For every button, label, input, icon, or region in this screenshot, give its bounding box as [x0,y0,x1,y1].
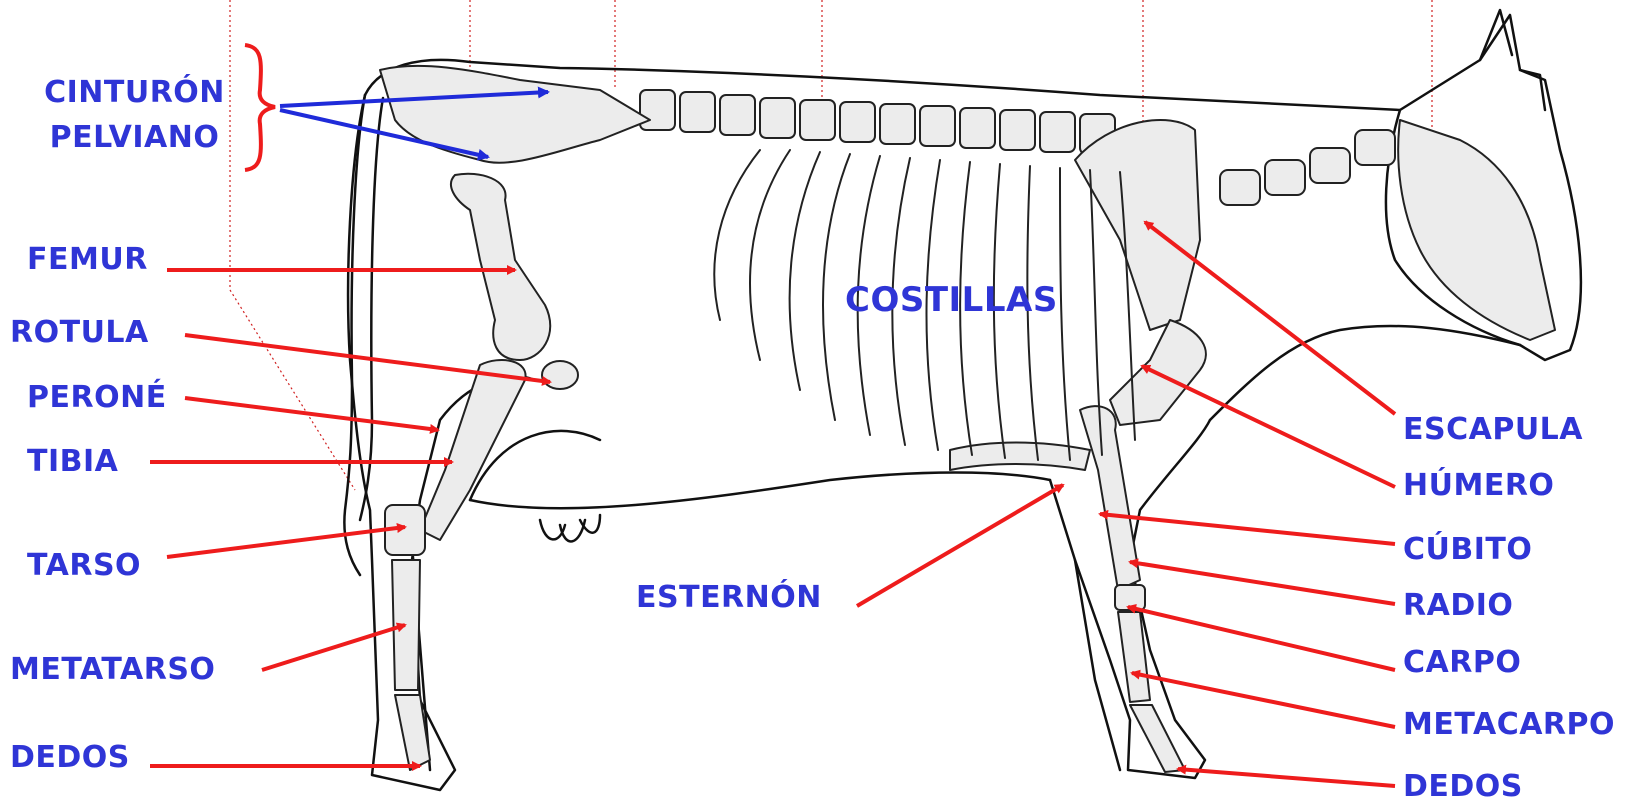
arrow-radio [1130,562,1395,604]
scapula-bone [1075,120,1200,330]
label-metacarpo: METACARPO [1403,710,1615,740]
label-dedos-left: DEDOS [10,743,130,773]
label-tarso: TARSO [27,551,141,581]
label-perone: PERONÉ [27,383,167,413]
pointer-arrows [150,222,1395,786]
label-carpo: CARPO [1403,648,1521,678]
arrow-perone [185,398,438,430]
fore-digits-bone [1130,705,1185,772]
label-metatarso: METATARSO [10,655,215,685]
label-femur: FEMUR [27,245,148,275]
tibia-bone [420,360,526,540]
label-escapula: ESCAPULA [1403,415,1583,445]
label-tibia: TIBIA [27,447,118,477]
label-cubito: CÚBITO [1403,535,1532,565]
arrow-metacarpo [1132,673,1395,727]
vertebrae [640,90,1395,205]
label-cinturon-line2: PELVIANO [27,123,242,153]
femur-bone [451,174,550,360]
pelvis-bone [380,66,650,163]
arrow-dedos-right [1178,769,1395,786]
arrow-metatarso [262,625,405,670]
skull-bone [1398,120,1555,340]
pelvis-bracket [245,45,275,170]
label-cinturon-line1: CINTURÓN [27,78,242,108]
label-rotula: ROTULA [10,318,149,348]
arrow-tarso [167,527,405,557]
label-humero: HÚMERO [1403,471,1554,501]
arrow-cubito [1100,514,1395,544]
label-dedos-right: DEDOS [1403,772,1523,802]
metatarsus-bone [392,560,420,690]
label-radio: RADIO [1403,591,1513,621]
label-costillas: COSTILLAS [845,283,1058,317]
arrow-esternon [857,485,1063,606]
patella-bone [542,361,578,389]
arrow-carpo [1128,607,1395,670]
label-esternon: ESTERNÓN [636,583,822,613]
